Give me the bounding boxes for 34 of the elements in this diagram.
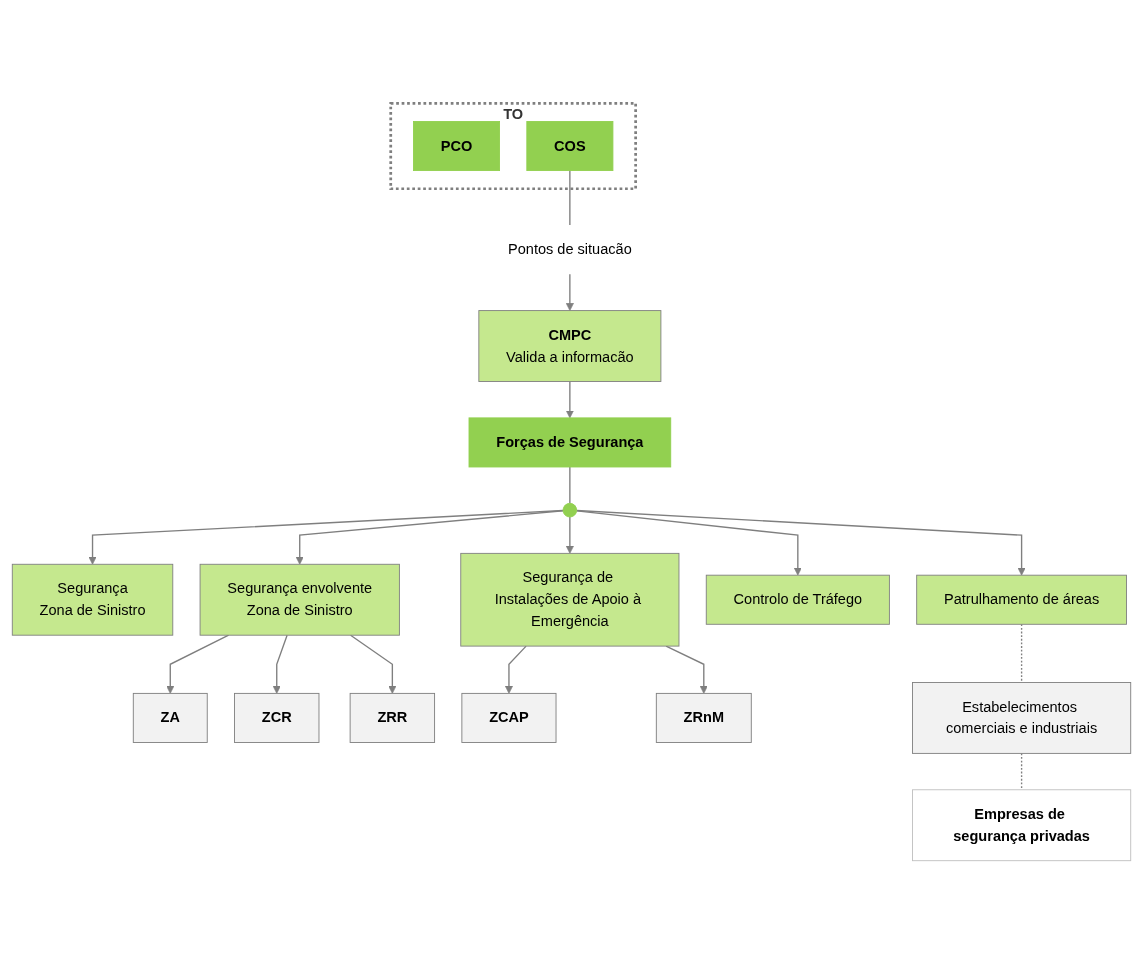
node-box: Patrulhamento de áreas: [916, 574, 1127, 625]
arrow: [166, 634, 230, 694]
node-box: Forças de Segurança: [468, 416, 672, 467]
node-box: ZCR: [234, 692, 320, 743]
arrow: [88, 509, 564, 565]
arrow: [565, 515, 574, 554]
node-box: CMPC Valida a informacão: [478, 309, 662, 382]
arrow: [575, 509, 802, 576]
arrow: [272, 634, 288, 694]
arrow: [565, 273, 574, 311]
arrow: [295, 509, 564, 565]
node-text: Pontos de situacão: [508, 241, 632, 257]
node-box: Segurança envolvente Zona de Sinistro: [199, 563, 400, 636]
node-box: Empresas de segurança privadas: [912, 788, 1132, 861]
node-box: PCO: [413, 120, 500, 171]
node-box: Estabelecimentos comerciais e industriais: [912, 681, 1132, 754]
node-box: Segurança de Instalações de Apoio à Emergência: [460, 552, 680, 647]
connector: [1020, 623, 1023, 683]
node-box: ZCAP: [461, 692, 557, 743]
arrow: [576, 509, 1026, 576]
arrow: [349, 634, 397, 694]
connector: [569, 465, 571, 504]
arrow: [504, 644, 527, 694]
connector: [569, 169, 571, 226]
node-box: ZA: [132, 692, 208, 743]
node-box: ZRnM: [655, 692, 752, 743]
arrow: [565, 380, 574, 418]
node-box: Controlo de Tráfego: [705, 574, 890, 625]
arrow: [665, 644, 708, 694]
node-box: ZRR: [349, 692, 436, 743]
connector: [1020, 752, 1023, 790]
node-box: COS: [526, 120, 614, 171]
node-circle: [562, 502, 578, 517]
node-box: Segurança Zona de Sinistro: [11, 563, 174, 636]
